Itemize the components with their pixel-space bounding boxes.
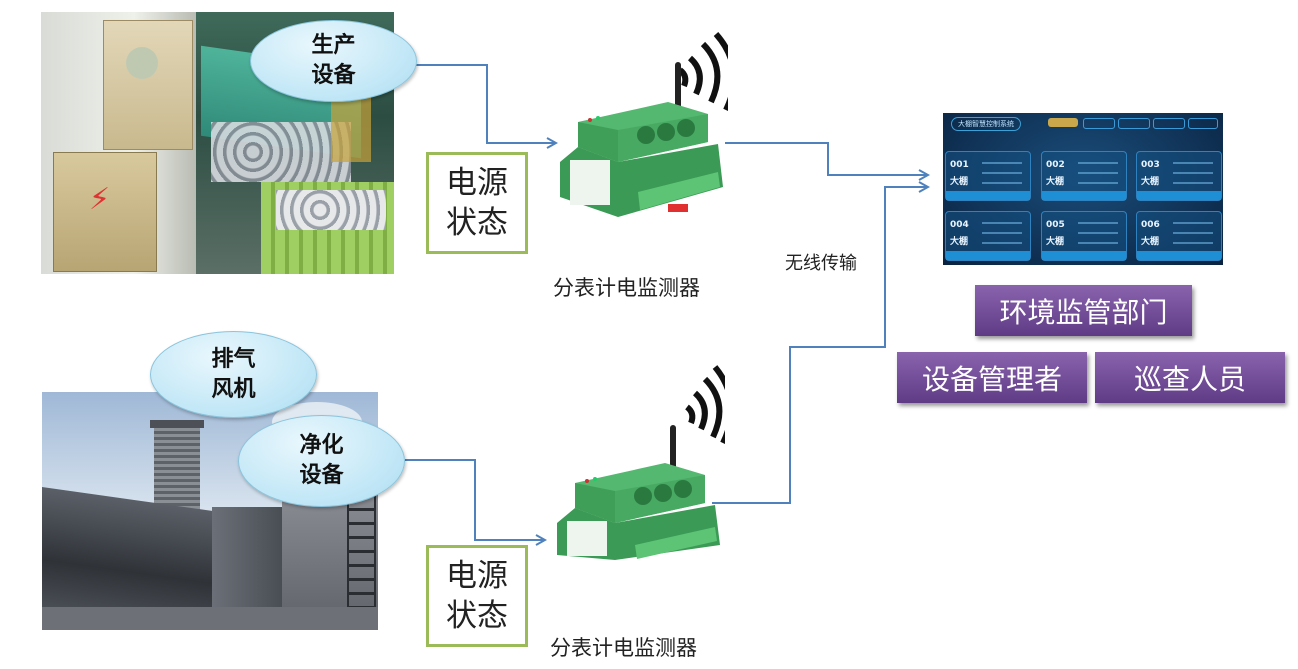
card-number: 005 bbox=[1046, 220, 1065, 230]
power-state-text: 电源 bbox=[446, 165, 508, 201]
wireless-signal-icon bbox=[678, 32, 728, 111]
speech-bubble-production-equipment: 生产设备 bbox=[250, 20, 417, 102]
card-name: 大棚 bbox=[1046, 237, 1065, 247]
dashboard-card: 005 大棚 bbox=[1041, 211, 1127, 261]
power-monitor-device-1 bbox=[560, 32, 728, 217]
card-number: 001 bbox=[950, 160, 969, 170]
dashboard-title: 大棚智慧控制系统 bbox=[951, 117, 1021, 131]
arrow-device2-to-dashboard bbox=[712, 187, 928, 504]
power-monitor-device-2 bbox=[557, 365, 725, 560]
dashboard-card: 004 大棚 bbox=[945, 211, 1031, 261]
card-number: 006 bbox=[1141, 220, 1160, 230]
bubble-text-line: 风机 bbox=[211, 376, 256, 402]
monitoring-dashboard-screenshot: 大棚智慧控制系统 001 大棚 002 大棚 003 大棚 004 大棚 005 大棚 0… bbox=[943, 113, 1223, 265]
bubble-text-line: 净化 bbox=[299, 433, 344, 458]
card-name: 大棚 bbox=[1141, 177, 1160, 187]
dashboard-card: 002 大棚 bbox=[1041, 151, 1127, 201]
lightning-warning-icon: ⚡ bbox=[89, 182, 111, 217]
speech-bubble-exhaust-fan: 排气风机 bbox=[150, 331, 317, 418]
dashboard-card: 006 大棚 bbox=[1136, 211, 1222, 261]
dashboard-card: 001 大棚 bbox=[945, 151, 1031, 201]
arrow-production-to-device1 bbox=[415, 64, 556, 143]
role-env-dept: 环境监管部门 bbox=[975, 285, 1192, 336]
power-state-text: 状态 bbox=[446, 598, 508, 634]
role-equipment-manager: 设备管理者 bbox=[897, 352, 1087, 403]
arrow-purification-to-device2 bbox=[405, 459, 545, 540]
card-name: 大棚 bbox=[950, 237, 969, 247]
power-state-box-2: 电源 状态 bbox=[426, 545, 528, 647]
wireless-transmission-label: 无线传输 bbox=[785, 253, 857, 274]
power-state-box-1: 电源 状态 bbox=[426, 152, 528, 254]
bubble-text-line: 生产 bbox=[311, 33, 356, 58]
arrow-device1-to-dashboard bbox=[725, 142, 928, 175]
card-number: 004 bbox=[950, 220, 969, 230]
speech-bubble-purification-equipment: 净化设备 bbox=[238, 415, 405, 507]
card-number: 003 bbox=[1141, 160, 1160, 170]
bubble-text-line: 排气 bbox=[211, 346, 256, 372]
card-name: 大棚 bbox=[1046, 177, 1065, 187]
power-state-text: 状态 bbox=[446, 205, 508, 241]
card-name: 大棚 bbox=[950, 177, 969, 187]
bubble-text-line: 设备 bbox=[311, 63, 356, 88]
wireless-signal-icon bbox=[685, 365, 725, 444]
antenna bbox=[675, 62, 681, 117]
card-name: 大棚 bbox=[1141, 237, 1160, 247]
power-state-text: 电源 bbox=[446, 558, 508, 594]
card-number: 002 bbox=[1046, 160, 1065, 170]
bubble-text-line: 设备 bbox=[299, 463, 344, 488]
dashboard-card: 003 大棚 bbox=[1136, 151, 1222, 201]
role-inspector: 巡查人员 bbox=[1095, 352, 1285, 403]
device-label-1: 分表计电监测器 bbox=[553, 276, 700, 300]
device-label-2: 分表计电监测器 bbox=[550, 636, 697, 660]
